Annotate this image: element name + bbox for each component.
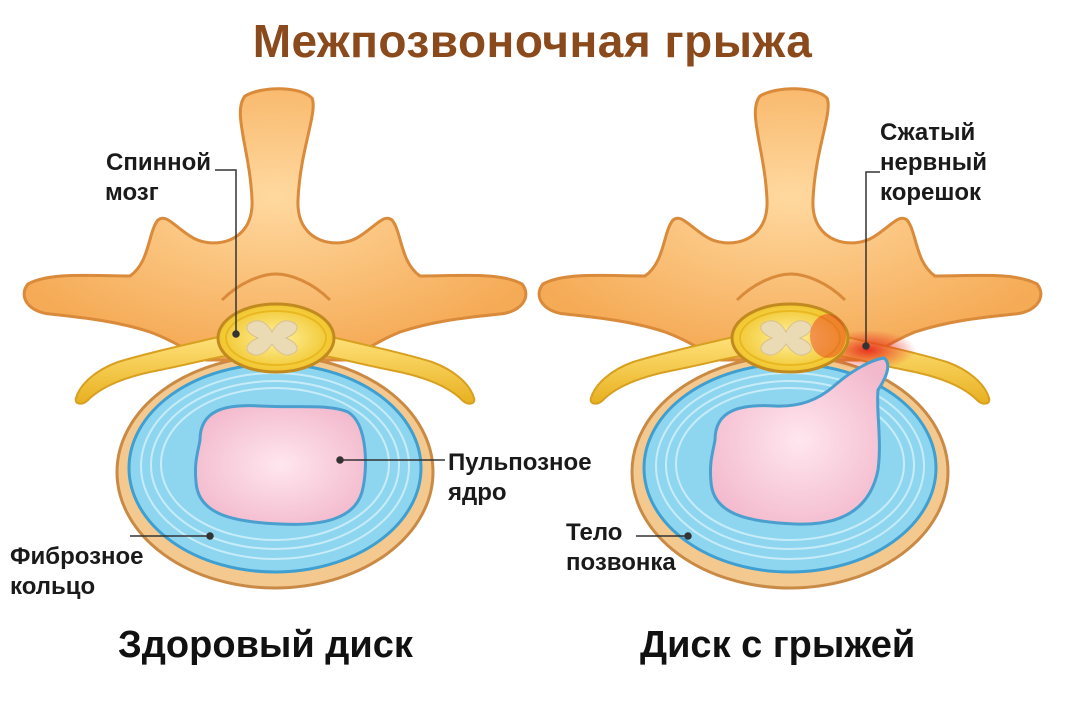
leader-spinal-cord (215, 169, 237, 334)
leader-dot (684, 532, 692, 540)
label-line: позвонка (566, 549, 676, 576)
label-nucleus-pulposus: Пульпозное ядро (448, 448, 592, 508)
annulus-ring (675, 387, 905, 541)
grey-matter (246, 320, 298, 356)
label-line: Фиброзное (10, 543, 144, 570)
label-line: корешок (880, 179, 982, 206)
annulus-ring (150, 380, 400, 550)
label-line: ядро (448, 479, 507, 506)
label-line: Спинной (106, 149, 211, 176)
spinal-cord-inner (225, 310, 327, 366)
leader-lines (130, 169, 880, 540)
nerve-root-left (74, 334, 228, 405)
herniated-vertebra (537, 87, 1043, 590)
label-vertebral-body: Тело позвонка (566, 518, 676, 578)
page-title: Межпозвоночная грыжа (252, 15, 813, 67)
label-line: Сжатый (880, 119, 976, 146)
leader-pinched-nerve (865, 171, 880, 346)
grey-matter (760, 320, 812, 356)
herniated-nucleus (709, 356, 890, 526)
annulus-ring (665, 380, 915, 550)
label-line: мозг (105, 179, 159, 206)
healthy-vertebra (22, 87, 528, 590)
caption-healthy-disc: Здоровый диск (118, 624, 413, 666)
leader-dot (862, 342, 870, 350)
cord-inflamed-overlay (810, 314, 846, 358)
leader-dot (206, 532, 214, 540)
nucleus-pulposus (194, 404, 367, 526)
label-line: нервный (880, 149, 988, 176)
caption-herniated-disc: Диск с грыжей (640, 624, 916, 666)
lamina-shade (220, 272, 332, 302)
leader-dot (336, 456, 344, 464)
label-pinched-nerve-root: Сжатый нервный корешок (880, 118, 987, 208)
label-line: Тело (566, 519, 623, 546)
lamina-shade (735, 272, 847, 302)
nerve-root-left (589, 334, 743, 405)
label-annulus-fibrosus: Фиброзное кольцо (10, 542, 144, 602)
label-line: Пульпозное (448, 449, 592, 476)
nerve-root-right (322, 334, 476, 405)
label-line: кольцо (10, 573, 96, 600)
label-spinal-cord: Спинной мозг (85, 148, 211, 208)
annulus-ring (160, 387, 390, 541)
spinal-cord-inner (739, 310, 841, 366)
leader-dot (232, 330, 240, 338)
